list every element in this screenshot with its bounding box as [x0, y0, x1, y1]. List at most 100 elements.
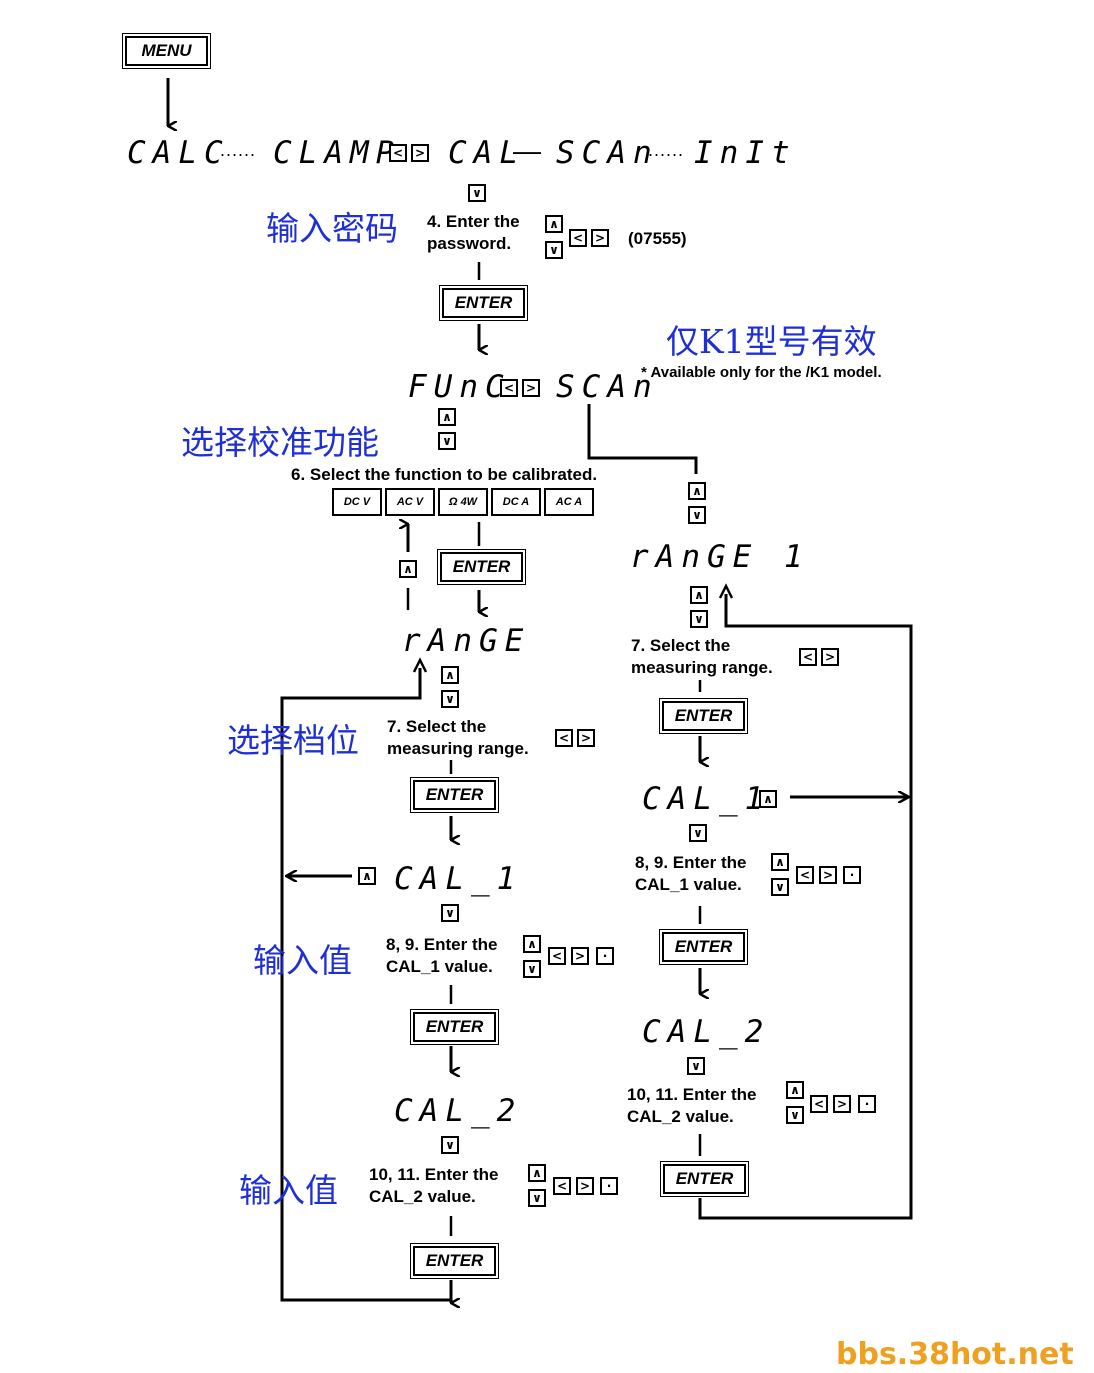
dot-key-icon: · — [858, 1095, 876, 1113]
cn-password: 输入密码 — [266, 209, 398, 248]
enter-cal1-line1: 8, 9. Enter the — [386, 935, 498, 954]
function-keys: DC V AC V Ω 4W DC A AC A — [332, 488, 597, 516]
display-range: rAnGE — [402, 623, 531, 659]
select-function-step: 6. Select the function to be calibrated. — [291, 465, 598, 484]
enter-cal2-line2: CAL_2 value. — [369, 1187, 476, 1206]
cn-select-function: 选择校准功能 — [181, 423, 379, 462]
select-range-line2: measuring range. — [387, 739, 529, 758]
down-key-icon: ∨ — [523, 960, 541, 978]
down-key-icon: ∨ — [689, 824, 707, 842]
display-range1: rAnGE 1 — [630, 539, 810, 575]
enter-cal2-right-line1: 10, 11. Enter the — [627, 1085, 757, 1104]
display-func: FUnC — [408, 369, 511, 405]
right-key-icon: > — [821, 648, 839, 666]
enter-key-password[interactable]: ENTER — [439, 285, 528, 321]
enter-cal1-right-line2: CAL_1 value. — [635, 875, 742, 894]
enter-cal2-right-line2: CAL_2 value. — [627, 1107, 734, 1126]
right-key-icon: > — [571, 947, 589, 965]
display-cal: CAL — [448, 135, 525, 171]
down-key-icon: ∨ — [468, 184, 486, 202]
left-key-icon: < — [389, 144, 407, 162]
up-key-icon: ∧ — [528, 1164, 546, 1182]
left-key-icon: < — [810, 1095, 828, 1113]
up-key-icon: ∧ — [688, 482, 706, 500]
up-key-icon: ∧ — [690, 586, 708, 604]
select-range-line1: 7. Select the — [387, 717, 487, 736]
left-key-icon: < — [500, 379, 518, 397]
up-key-icon: ∧ — [786, 1081, 804, 1099]
up-key-icon: ∧ — [545, 215, 563, 233]
enter-key-cal1[interactable]: ENTER — [410, 1009, 499, 1045]
right-key-icon: > — [833, 1095, 851, 1113]
watermark: bbs.38hot.net — [836, 1337, 1074, 1372]
left-loop-line — [280, 668, 451, 1302]
up-key-icon: ∧ — [399, 560, 417, 578]
right-key-icon: > — [576, 1177, 594, 1195]
cn-k1-only: 仅K1型号有效 — [666, 322, 877, 361]
display-scan-2: SCAn — [556, 369, 659, 405]
up-key-icon: ∧ — [771, 853, 789, 871]
function-key-dca[interactable]: DC A — [491, 488, 541, 516]
right-key-icon: > — [411, 144, 429, 162]
up-key-icon: ∧ — [438, 408, 456, 426]
dot-key-icon: · — [596, 947, 614, 965]
password-step-line2: password. — [427, 234, 512, 253]
left-key-icon: < — [569, 229, 587, 247]
down-key-icon: ∨ — [687, 1057, 705, 1075]
down-key-icon: ∨ — [545, 241, 563, 259]
display-clamp: CLAMP — [273, 135, 402, 171]
display-scan: SCAn — [556, 135, 659, 171]
menu-key[interactable]: MENU — [122, 33, 211, 69]
function-key-ohm4w[interactable]: Ω 4W — [438, 488, 488, 516]
password-step-line1: 4. Enter the — [427, 212, 520, 231]
right-key-icon: > — [819, 866, 837, 884]
select-range1-line1: 7. Select the — [631, 636, 731, 655]
dash-connector: — — [513, 135, 541, 166]
enter-key-function[interactable]: ENTER — [437, 549, 526, 585]
down-key-icon: ∨ — [441, 1136, 459, 1154]
left-key-icon: < — [555, 729, 573, 747]
display-cal1-right: CAL_1 — [642, 781, 771, 817]
left-key-icon: < — [553, 1177, 571, 1195]
function-key-dcv[interactable]: DC V — [332, 488, 382, 516]
right-loop-line — [698, 594, 913, 1220]
enter-key-range1[interactable]: ENTER — [659, 698, 748, 734]
display-calc: CALC — [127, 135, 230, 171]
display-cal2: CAL_2 — [394, 1093, 523, 1129]
function-key-aca[interactable]: AC A — [544, 488, 594, 516]
display-init: InIt — [694, 135, 797, 171]
down-key-icon: ∨ — [690, 610, 708, 628]
enter-cal1-line2: CAL_1 value. — [386, 957, 493, 976]
enter-key-cal2-right[interactable]: ENTER — [660, 1161, 749, 1197]
display-cal2-right: CAL_2 — [642, 1014, 771, 1050]
password-code: (07555) — [628, 229, 687, 248]
right-key-icon: > — [522, 379, 540, 397]
enter-key-cal1-right[interactable]: ENTER — [659, 929, 748, 965]
scan-k1-branch — [587, 404, 698, 474]
function-key-acv[interactable]: AC V — [385, 488, 435, 516]
up-key-icon: ∧ — [358, 867, 376, 885]
left-key-icon: < — [548, 947, 566, 965]
down-key-icon: ∨ — [528, 1189, 546, 1207]
dot-key-icon: · — [600, 1177, 618, 1195]
up-key-icon: ∧ — [441, 666, 459, 684]
dots-2: ...... — [648, 140, 685, 160]
left-key-icon: < — [799, 648, 817, 666]
dot-key-icon: · — [843, 866, 861, 884]
cn-select-range: 选择档位 — [227, 721, 359, 760]
enter-cal2-line1: 10, 11. Enter the — [369, 1165, 499, 1184]
up-key-icon: ∧ — [759, 790, 777, 808]
k1-note: * Available only for the /K1 model. — [641, 364, 882, 381]
select-range1-line2: measuring range. — [631, 658, 773, 677]
down-key-icon: ∨ — [771, 878, 789, 896]
enter-key-cal2[interactable]: ENTER — [410, 1243, 499, 1279]
down-key-icon: ∨ — [786, 1106, 804, 1124]
display-cal1: CAL_1 — [394, 861, 523, 897]
enter-key-range[interactable]: ENTER — [410, 777, 499, 813]
cn-enter-value-1: 输入值 — [253, 941, 352, 980]
right-key-icon: > — [591, 229, 609, 247]
down-key-icon: ∨ — [688, 506, 706, 524]
dots-1: ...... — [220, 140, 257, 160]
cn-enter-value-2: 输入值 — [239, 1171, 338, 1210]
